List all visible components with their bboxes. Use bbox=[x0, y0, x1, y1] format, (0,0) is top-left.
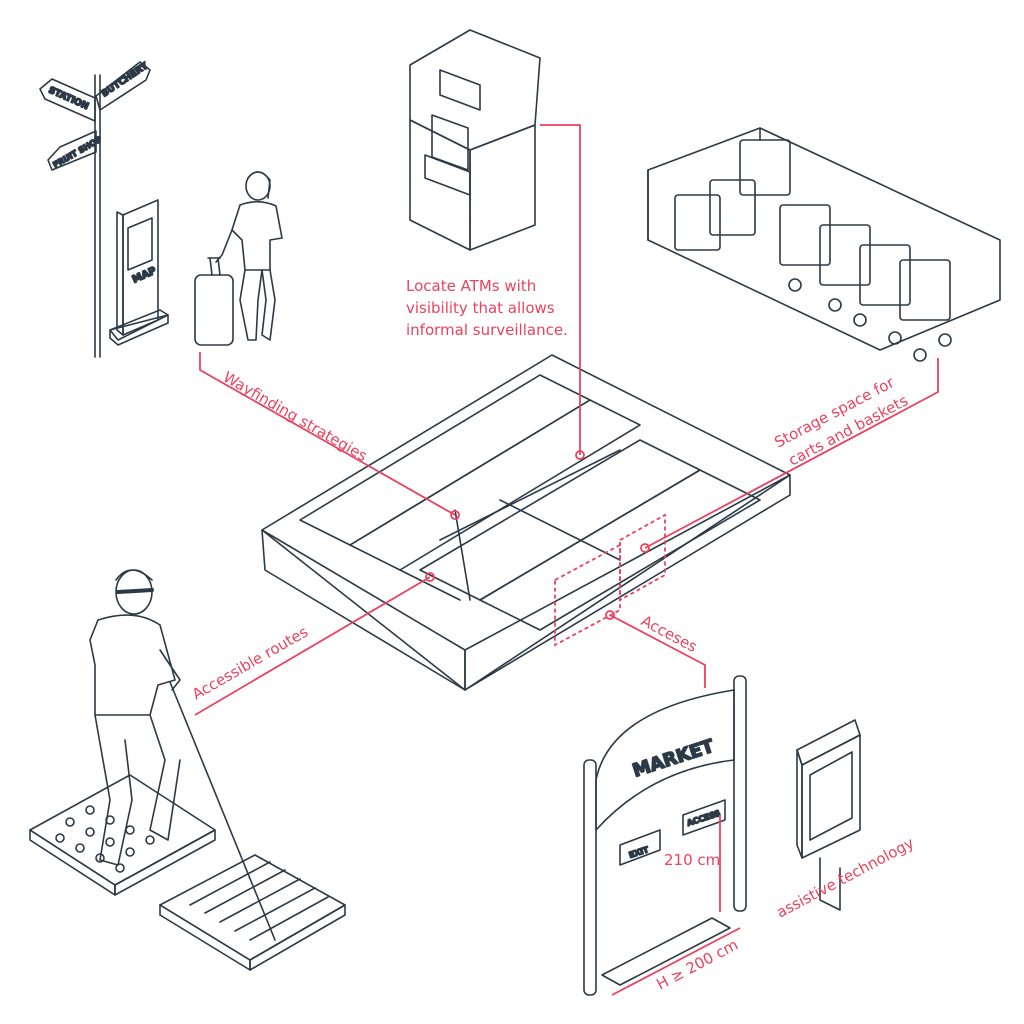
signpost-icon bbox=[39, 61, 151, 358]
blind-person-icon bbox=[89, 569, 276, 941]
wayfinding-label: Wayfinding strategies bbox=[220, 368, 371, 465]
market-plan-icon bbox=[261, 354, 791, 691]
kiosk-icon bbox=[796, 719, 861, 911]
cart-storage-icon bbox=[647, 127, 1001, 362]
map-kiosk-icon bbox=[109, 199, 169, 346]
atm-label-line-1: Locate ATMs with bbox=[406, 277, 536, 295]
accessible-routes-label: Accessible routes bbox=[189, 622, 311, 703]
assistive-technology-label: assistive technology bbox=[773, 834, 917, 922]
signpost-station: STATION bbox=[47, 86, 90, 113]
atm-label-line-3: informal surveillance. bbox=[406, 321, 568, 339]
traveler-icon bbox=[194, 171, 283, 346]
atm-icon bbox=[409, 29, 541, 251]
atm-label-line-2: visibility that allows bbox=[406, 299, 555, 317]
leader-lines bbox=[194, 124, 939, 996]
market-gate-icon bbox=[583, 675, 747, 996]
height-label: 210 cm bbox=[664, 851, 720, 869]
tactile-paving-icon bbox=[29, 774, 346, 971]
map-kiosk-label: MAP bbox=[131, 266, 158, 286]
